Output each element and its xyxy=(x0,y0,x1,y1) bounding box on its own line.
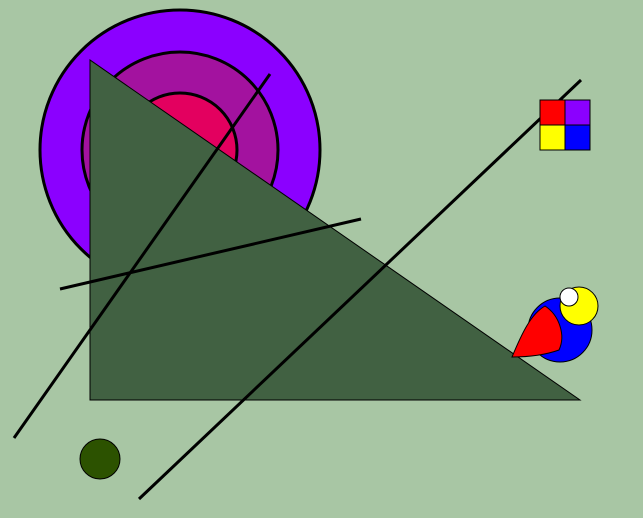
bird-wing xyxy=(511,305,563,358)
bird-eye xyxy=(559,287,579,307)
grid-cell-purple xyxy=(564,99,591,126)
straight-lines xyxy=(12,73,583,501)
four-color-grid xyxy=(539,99,591,151)
line-short-crossing xyxy=(59,217,362,291)
grid-cell-blue xyxy=(564,124,591,151)
right-triangle xyxy=(89,59,582,401)
grid-cell-yellow xyxy=(539,124,566,151)
small-dark-circle xyxy=(79,438,121,480)
grid-cell-red xyxy=(539,99,566,126)
bird-figure xyxy=(511,286,599,363)
line-right-diagonal xyxy=(137,78,583,501)
line-long-diagonal xyxy=(12,73,272,439)
